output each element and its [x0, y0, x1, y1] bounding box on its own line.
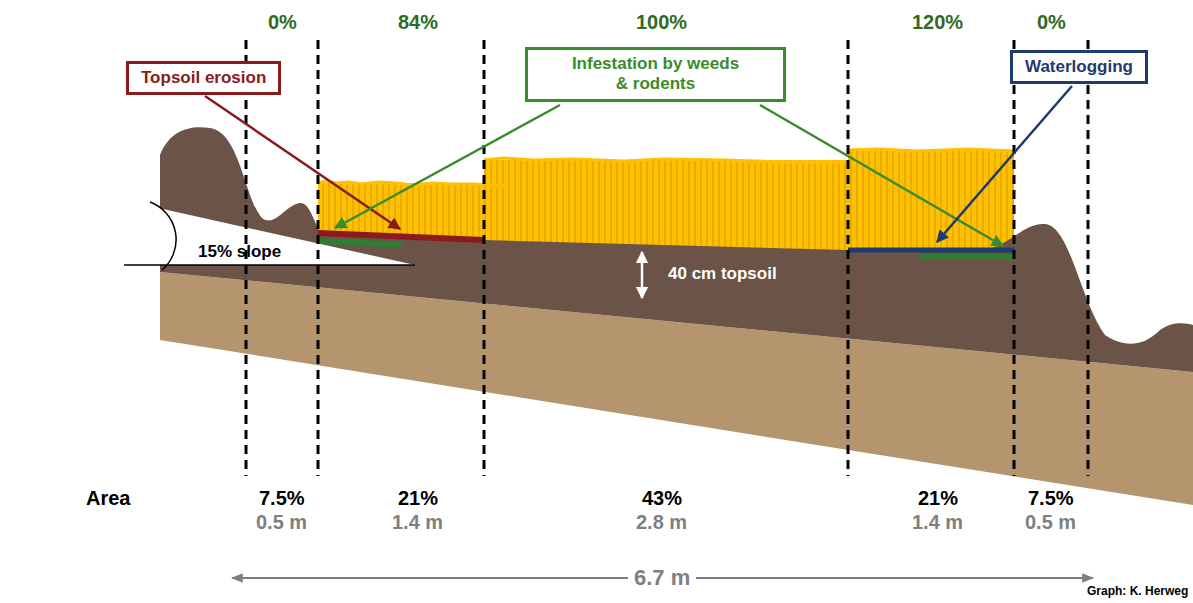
area-percent: 7.5% — [259, 487, 305, 510]
share-label: 100% — [636, 11, 687, 34]
callout-box: Infestation by weeds & rodents — [525, 47, 786, 102]
thickness-arrow — [641, 252, 644, 298]
share-label: 0% — [1037, 11, 1066, 34]
width-label: 0.5 m — [1025, 511, 1076, 534]
share-label: 120% — [912, 11, 963, 34]
infestation-marker — [920, 254, 1014, 260]
area-percent: 7.5% — [1028, 487, 1074, 510]
share-label: 0% — [268, 11, 297, 34]
callout-box: Topsoil erosion — [126, 61, 281, 95]
width-label: 1.4 m — [912, 511, 963, 534]
width-label: 0.5 m — [256, 511, 307, 534]
slope-label: 15% slope — [198, 242, 281, 262]
slope-triangle — [145, 205, 415, 265]
share-label: 84% — [398, 11, 438, 34]
total-width-label: 6.7 m — [628, 565, 696, 590]
width-label: 1.4 m — [392, 511, 443, 534]
width-label: 2.8 m — [636, 511, 687, 534]
section-lines — [246, 40, 1088, 476]
area-percent: 43% — [642, 487, 682, 510]
row-heading: Area — [86, 487, 130, 510]
callout-text: Waterlogging — [1025, 57, 1133, 77]
erosion-marker — [318, 233, 484, 240]
leader-line — [335, 105, 560, 228]
callout-text: Topsoil erosion — [141, 68, 266, 88]
area-percent: 21% — [398, 487, 438, 510]
infestation-marker — [318, 241, 402, 245]
crop-stand — [848, 150, 1014, 262]
callout-text: Infestation by weeds & rodents — [568, 54, 743, 95]
slope-arc — [150, 202, 176, 270]
credit-note: Graph: K. Herweg — [1087, 585, 1188, 599]
waterlogging-marker — [848, 248, 1014, 253]
callout-box: Waterlogging — [1010, 50, 1148, 84]
leader-line — [937, 86, 1072, 242]
area-percent: 21% — [918, 487, 958, 510]
thickness-label: 40 cm topsoil — [668, 264, 777, 284]
leader-line — [760, 105, 1003, 246]
